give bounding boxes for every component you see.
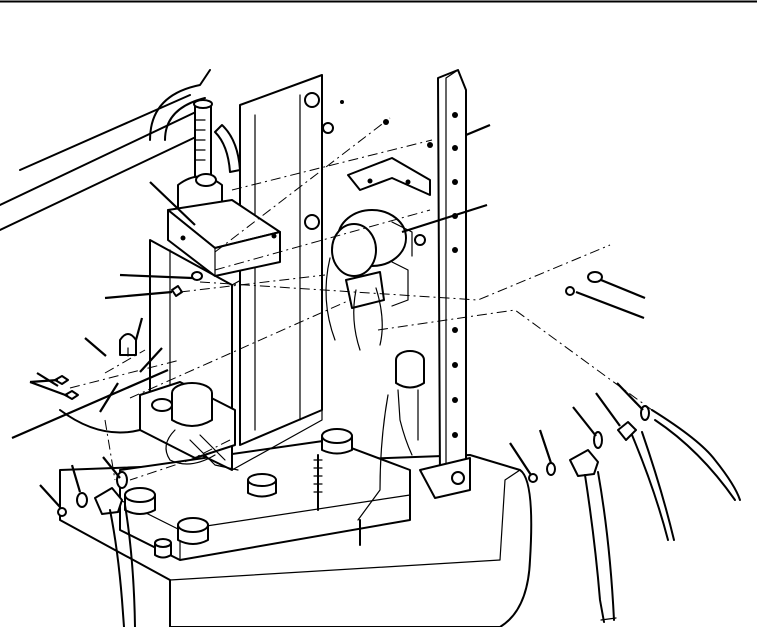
- leader-line: [465, 123, 491, 137]
- terminal-washer: [546, 462, 556, 476]
- coolant-tubes: [0, 69, 211, 231]
- terminal-screw: [57, 507, 67, 517]
- battery-cable: [584, 474, 605, 623]
- leader-line: [11, 368, 169, 440]
- lock-nut: [64, 390, 79, 400]
- leader-line: [139, 347, 163, 373]
- leader-line: [102, 456, 121, 479]
- leader-line: [600, 278, 646, 300]
- panel-bolt: [304, 92, 320, 108]
- battery-post: [177, 517, 209, 545]
- leader-line: [538, 429, 553, 464]
- leader-line: [616, 382, 644, 411]
- battery-post: [124, 487, 156, 515]
- lock-nut: [54, 375, 69, 385]
- cables: [59, 409, 741, 627]
- ring-terminal: [617, 421, 637, 441]
- alignment-lines: [69, 117, 653, 481]
- relay-right: [357, 350, 425, 521]
- leader-line: [39, 484, 61, 508]
- leader-line: [595, 392, 621, 427]
- vertical-bracket: [419, 69, 471, 499]
- leader-line: [99, 382, 119, 413]
- breaker-assembly: [325, 157, 431, 351]
- leader-line: [36, 372, 59, 387]
- battery-cable: [109, 509, 125, 627]
- battery-group: [119, 428, 411, 561]
- leader-line: [575, 290, 645, 320]
- screw: [565, 286, 575, 296]
- washer: [587, 271, 603, 283]
- leader-line: [29, 380, 69, 398]
- callout-leaders: [11, 123, 646, 508]
- lead-wire: [631, 434, 669, 541]
- leader-line: [104, 290, 173, 300]
- cable-clip: [119, 333, 137, 356]
- bracket-foot: [419, 457, 471, 499]
- panel-bolt: [304, 214, 320, 230]
- panel-bolt: [322, 122, 334, 134]
- leader-line: [134, 317, 144, 341]
- battery-post: [247, 473, 277, 498]
- leader-line: [70, 464, 82, 493]
- leader-line: [509, 442, 532, 476]
- hardware-parts: [54, 100, 650, 517]
- washer: [191, 271, 203, 281]
- leader-line: [401, 203, 488, 234]
- battery-post: [154, 538, 172, 559]
- battery-post: [321, 428, 353, 455]
- leader-line: [29, 378, 59, 384]
- terminal-screw: [528, 473, 538, 483]
- leader-line: [572, 406, 597, 437]
- terminal-lug: [94, 487, 123, 515]
- terminal-lug: [569, 449, 599, 477]
- filter-assembly: [167, 99, 281, 277]
- leader-line: [149, 181, 196, 226]
- leader-line: [84, 337, 107, 357]
- terminal-washer: [76, 492, 88, 508]
- leader-line: [119, 273, 193, 280]
- lead-wire: [651, 409, 741, 501]
